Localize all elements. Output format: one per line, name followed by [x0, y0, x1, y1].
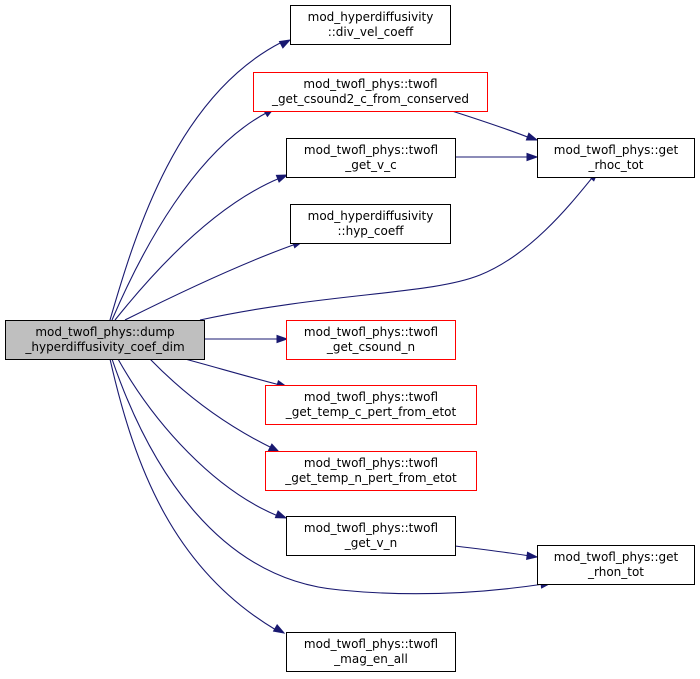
node-label-line: mod_twofl_phys::twofl — [304, 143, 438, 157]
arrowhead-icon — [525, 132, 539, 141]
edge-line — [184, 358, 281, 386]
node-box — [290, 5, 451, 45]
nodes-layer: mod_twofl_phys::dump_hyperdiffusivity_co… — [5, 5, 695, 672]
edge-root-to-mag_en_all — [109, 358, 286, 634]
node-rhoc_tot[interactable]: mod_twofl_phys::get_rhoc_tot — [537, 138, 695, 178]
node-label-line: _hyperdiffusivity_coef_dim — [24, 340, 184, 354]
edge-line — [109, 358, 277, 631]
node-label-line: mod_twofl_phys::get — [554, 143, 679, 157]
arrowhead-icon — [526, 551, 539, 560]
edge-line — [454, 545, 531, 557]
edge-line — [111, 111, 269, 321]
node-div_vel_coeff[interactable]: mod_hyperdiffusivity::div_vel_coeff — [290, 5, 451, 45]
edge-line — [451, 110, 531, 139]
node-label-line: _get_v_n — [344, 536, 397, 550]
edge-csound2_c-to-rhoc_tot — [451, 110, 539, 141]
node-box — [286, 320, 456, 360]
edge-line — [117, 358, 279, 517]
node-label-line: _get_csound2_c_from_conserved — [271, 92, 469, 106]
node-label-line: _get_csound_n — [326, 340, 415, 354]
node-label-line: mod_twofl_phys::twofl — [304, 521, 438, 535]
arrowhead-icon — [526, 152, 539, 162]
arrowhead-icon — [274, 510, 288, 519]
arrowhead-icon — [276, 334, 289, 344]
edge-line — [149, 358, 273, 449]
node-get_v_n[interactable]: mod_twofl_phys::twofl_get_v_n — [286, 516, 456, 556]
node-get_v_c[interactable]: mod_twofl_phys::twofl_get_v_c — [286, 138, 456, 178]
edge-get_v_c-to-rhoc_tot — [455, 152, 539, 162]
node-rhon_tot[interactable]: mod_twofl_phys::get_rhon_tot — [537, 545, 695, 585]
node-csound2_c[interactable]: mod_twofl_phys::twofl_get_csound2_c_from… — [253, 72, 488, 112]
node-label-line: mod_hyperdiffusivity — [308, 10, 434, 24]
node-label-line: ::div_vel_coeff — [328, 25, 414, 39]
node-box — [537, 138, 695, 178]
node-box — [286, 632, 456, 672]
edge-root-to-csound_n — [199, 334, 289, 344]
node-label-line: _mag_en_all — [333, 652, 408, 666]
node-hyp_coeff[interactable]: mod_hyperdiffusivity::hyp_coeff — [290, 204, 451, 244]
node-box — [290, 204, 451, 244]
node-label-line: mod_twofl_phys::twofl — [304, 456, 438, 470]
node-mag_en_all[interactable]: mod_twofl_phys::twofl_mag_en_all — [286, 632, 456, 672]
node-label-line: mod_twofl_phys::twofl — [304, 637, 438, 651]
edge-root-to-div_vel_coeff — [109, 39, 292, 321]
edge-root-to-csound2_c — [111, 107, 276, 321]
node-label-line: mod_twofl_phys::twofl — [303, 77, 437, 91]
node-box — [5, 320, 205, 360]
edge-root-to-temp_n — [149, 358, 281, 453]
edge-root-to-get_v_c — [114, 174, 289, 321]
node-label-line: mod_twofl_phys::dump — [35, 325, 174, 339]
node-label-line: _rhon_tot — [587, 565, 644, 579]
node-label-line: mod_twofl_phys::twofl — [304, 390, 438, 404]
edge-root-to-rhoc_tot — [199, 169, 600, 321]
node-box — [286, 138, 456, 178]
node-label-line: _rhoc_tot — [587, 158, 643, 172]
edge-get_v_n-to-rhon_tot — [454, 545, 539, 560]
edge-line — [109, 41, 283, 321]
node-box — [265, 385, 477, 425]
node-box — [265, 451, 477, 491]
arrowhead-icon — [275, 174, 289, 183]
node-temp_c[interactable]: mod_twofl_phys::twofl_get_temp_c_pert_fr… — [265, 385, 477, 425]
node-temp_n[interactable]: mod_twofl_phys::twofl_get_temp_n_pert_fr… — [265, 451, 477, 491]
edge-line — [124, 243, 297, 321]
node-label-line: _get_temp_c_pert_from_etot — [285, 405, 457, 419]
node-label-line: mod_hyperdiffusivity — [308, 209, 434, 223]
node-root[interactable]: mod_twofl_phys::dump_hyperdiffusivity_co… — [5, 320, 205, 360]
node-label-line: mod_twofl_phys::twofl — [304, 325, 438, 339]
node-label-line: _get_temp_n_pert_from_etot — [284, 471, 457, 485]
edge-line — [111, 358, 545, 595]
node-csound_n[interactable]: mod_twofl_phys::twofl_get_csound_n — [286, 320, 456, 360]
edge-root-to-get_v_n — [117, 358, 288, 519]
node-box — [286, 516, 456, 556]
node-label-line: ::hyp_coeff — [338, 224, 405, 238]
node-label-line: mod_twofl_phys::get — [554, 550, 679, 564]
node-label-line: _get_v_c — [344, 158, 396, 172]
node-box — [253, 72, 488, 112]
arrowhead-icon — [278, 39, 292, 49]
arrowhead-icon — [272, 624, 286, 634]
node-box — [537, 545, 695, 585]
edge-root-to-hyp_coeff — [124, 240, 305, 321]
edge-line — [114, 177, 281, 321]
edge-line — [199, 177, 593, 321]
